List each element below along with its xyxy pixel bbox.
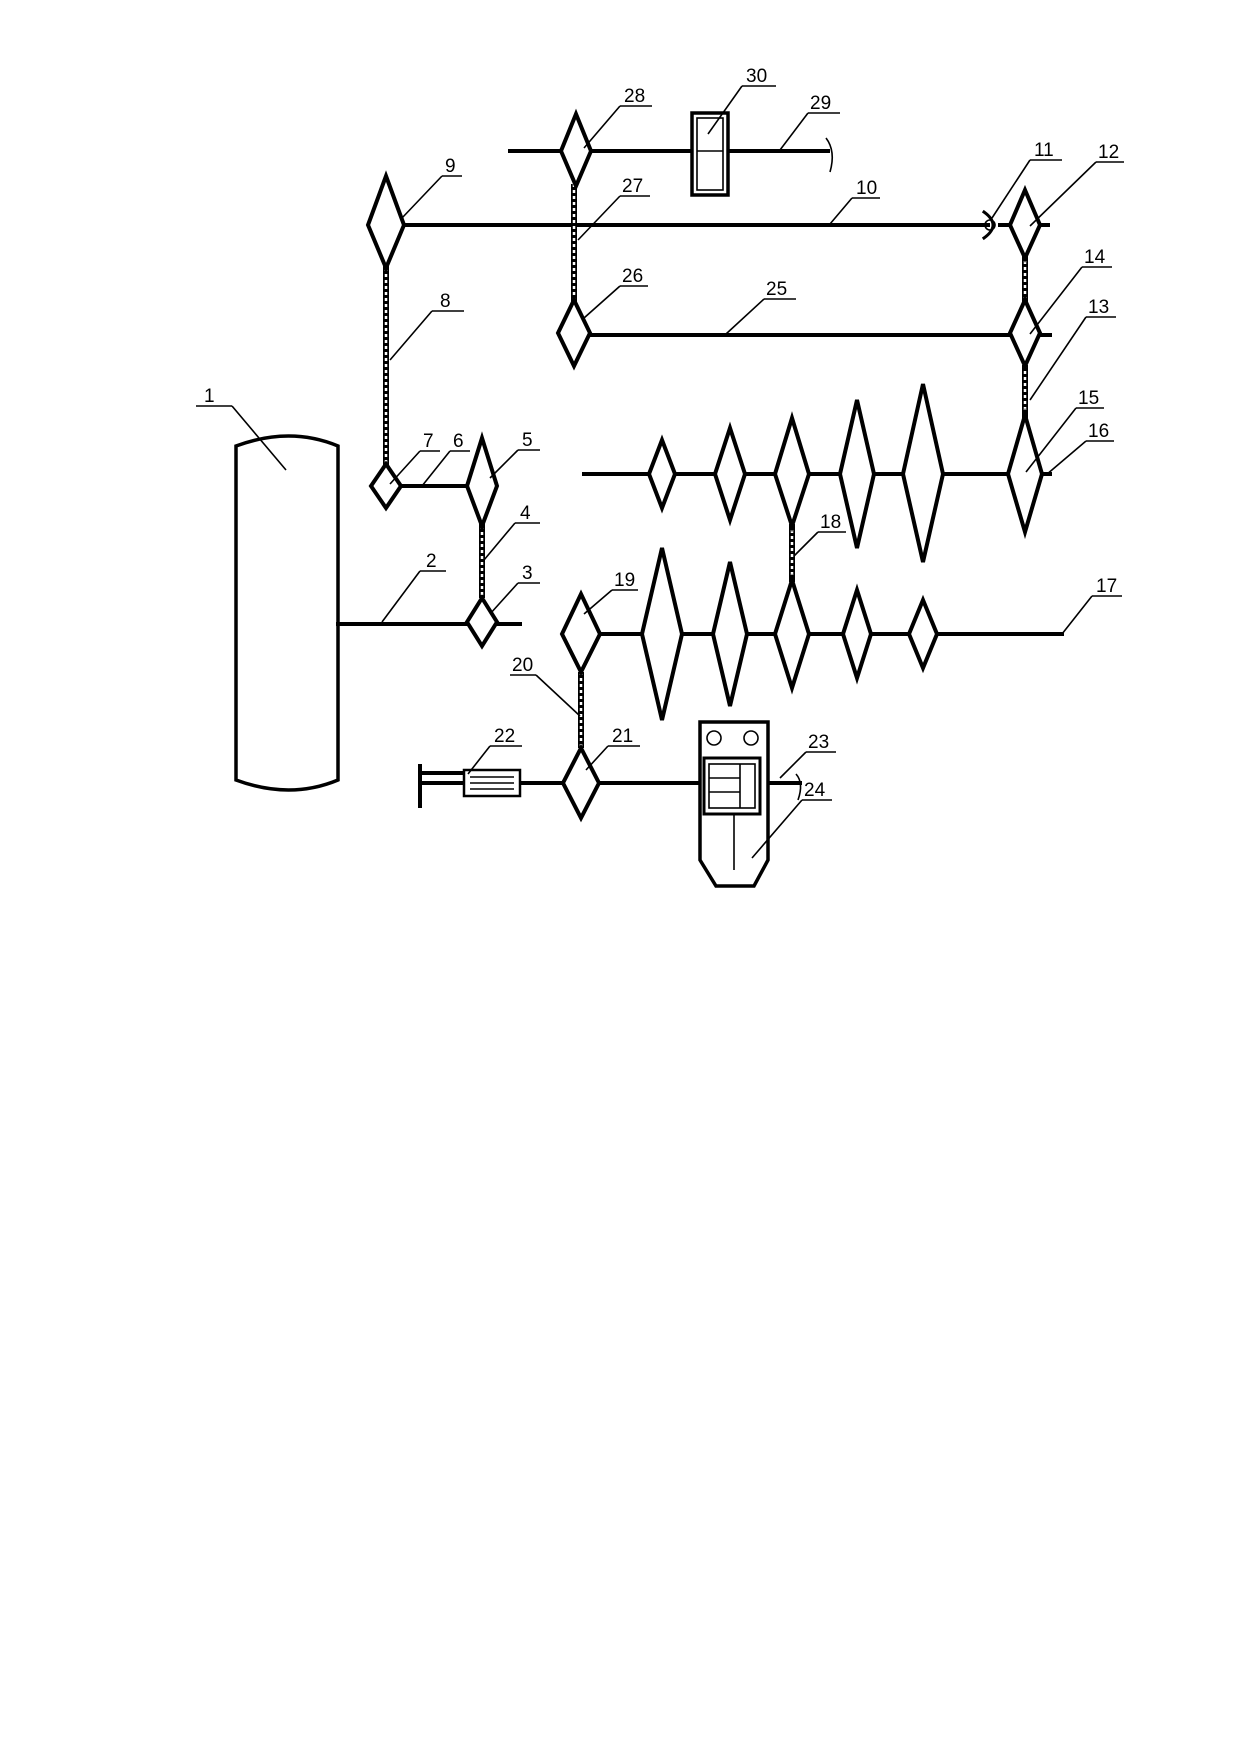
label-19: 19: [614, 570, 635, 591]
sprocket-lower-5: [906, 594, 940, 674]
label-7: 7: [423, 431, 434, 452]
sprocket-upper-3: [772, 411, 812, 533]
shaft-23-end: [795, 773, 802, 801]
label-11: 11: [1034, 140, 1054, 161]
sprocket-7: [368, 460, 404, 512]
label-22: 22: [494, 726, 515, 747]
label-23: 23: [808, 732, 829, 753]
sprocket-26: [555, 295, 593, 371]
label-24: 24: [804, 780, 826, 801]
gearbox-23-24: [698, 720, 770, 888]
sprocket-lower-4: [840, 583, 874, 685]
label-15: 15: [1078, 388, 1099, 409]
sprocket-9: [365, 170, 407, 274]
label-5: 5: [522, 430, 533, 451]
sprocket-lower-3: [772, 573, 812, 695]
label-27: 27: [622, 176, 643, 197]
leader-lines: [196, 85, 1124, 859]
label-18: 18: [820, 512, 841, 533]
label-6: 6: [453, 431, 464, 452]
label-16: 16: [1088, 421, 1109, 442]
coupling-11: [981, 209, 996, 241]
label-14: 14: [1084, 247, 1106, 268]
label-13: 13: [1088, 297, 1109, 318]
label-8: 8: [440, 291, 451, 312]
label-10: 10: [856, 178, 877, 199]
label-28: 28: [624, 86, 645, 107]
label-1: 1: [204, 386, 215, 407]
sprocket-5: [464, 431, 500, 532]
clutch-30: [690, 111, 730, 197]
sprocket-lower-2: [710, 561, 750, 707]
label-30: 30: [746, 66, 767, 87]
label-29: 29: [810, 93, 831, 114]
sprocket-upper-2: [712, 421, 748, 527]
sprocket-28: [558, 108, 594, 192]
shaft-29-end: [825, 137, 834, 173]
sprocket-14: [1007, 295, 1043, 371]
sprocket-upper-1: [646, 434, 678, 514]
label-2: 2: [426, 551, 437, 572]
label-25: 25: [766, 279, 787, 300]
component-1-drum: [234, 434, 340, 792]
sprocket-upper-5: [900, 383, 946, 563]
label-21: 21: [612, 726, 633, 747]
label-12: 12: [1098, 142, 1119, 163]
sprocket-15: [1005, 407, 1045, 540]
handwheel-22: [418, 764, 522, 808]
sprocket-21: [560, 743, 602, 823]
label-4: 4: [520, 503, 531, 524]
sprocket-19: [559, 589, 603, 677]
sprocket-lower-1: [639, 547, 685, 721]
sprocket-12: [1007, 184, 1043, 263]
label-3: 3: [522, 563, 533, 584]
label-17: 17: [1096, 576, 1117, 597]
label-20: 20: [512, 655, 533, 676]
sprocket-3: [464, 594, 500, 650]
label-9: 9: [445, 156, 456, 177]
sprocket-upper-4: [837, 399, 877, 549]
label-26: 26: [622, 266, 643, 287]
